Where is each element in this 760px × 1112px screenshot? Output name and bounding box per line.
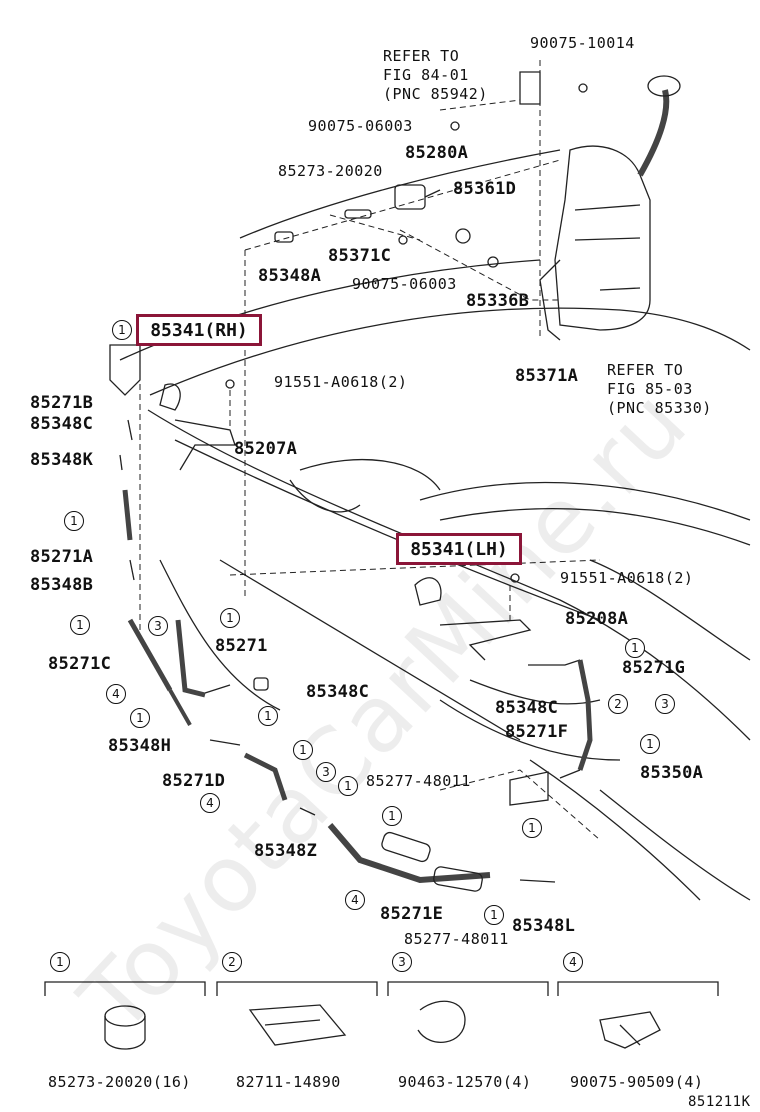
- part-85348h[interactable]: 85348H: [108, 736, 172, 756]
- callout-circle: 1: [382, 806, 402, 826]
- part-90075-06003-a[interactable]: 90075-06003: [308, 117, 413, 135]
- part-85371a[interactable]: 85371A: [515, 366, 579, 386]
- part-85348z[interactable]: 85348Z: [254, 841, 318, 861]
- part-85341-lh[interactable]: 85341(LH): [396, 533, 522, 565]
- callout-circle: 1: [130, 708, 150, 728]
- part-91551-a0618-lh[interactable]: 91551-A0618(2): [560, 569, 694, 587]
- part-85341-rh-label: 85341(RH): [150, 319, 248, 341]
- refer-right-line2: FIG 85-03: [607, 380, 693, 398]
- part-85271d[interactable]: 85271D: [162, 771, 226, 791]
- callout-circle: 1: [112, 320, 132, 340]
- part-90075-10014[interactable]: 90075-10014: [530, 34, 635, 52]
- callout-circle: 1: [70, 615, 90, 635]
- part-85371c[interactable]: 85371C: [328, 246, 392, 266]
- legend-number-2: 2: [222, 952, 242, 972]
- part-85280a[interactable]: 85280A: [405, 143, 469, 163]
- refer-right-line1: REFER TO: [607, 361, 684, 379]
- callout-circle: 1: [522, 818, 542, 838]
- part-85348c-a[interactable]: 85348C: [30, 414, 94, 434]
- part-85271c[interactable]: 85271C: [48, 654, 112, 674]
- part-85271f[interactable]: 85271F: [505, 722, 569, 742]
- callout-circle: 4: [106, 684, 126, 704]
- part-85273-20020[interactable]: 85273-20020: [278, 162, 383, 180]
- refer-top-line2: FIG 84-01: [383, 66, 469, 84]
- callout-circle: 1: [338, 776, 358, 796]
- callout-circle: 1: [258, 706, 278, 726]
- part-85348k[interactable]: 85348K: [30, 450, 94, 470]
- part-90075-06003-b[interactable]: 90075-06003: [352, 275, 457, 293]
- part-85348a[interactable]: 85348A: [258, 266, 322, 286]
- part-85277-48011-b[interactable]: 85277-48011: [404, 930, 509, 948]
- part-85208a[interactable]: 85208A: [565, 609, 629, 629]
- part-85348b[interactable]: 85348B: [30, 575, 94, 595]
- callout-circle: 4: [345, 890, 365, 910]
- refer-top-line3: (PNC 85942): [383, 85, 488, 103]
- callout-circle: 1: [640, 734, 660, 754]
- callout-circle: 1: [220, 608, 240, 628]
- part-85348l[interactable]: 85348L: [512, 916, 576, 936]
- part-85277-48011-a[interactable]: 85277-48011: [366, 772, 471, 790]
- part-85271g[interactable]: 85271G: [622, 658, 686, 678]
- callout-circle: 1: [625, 638, 645, 658]
- callout-circle: 1: [484, 905, 504, 925]
- callout-circle: 3: [655, 694, 675, 714]
- part-85361d[interactable]: 85361D: [453, 179, 517, 199]
- callout-circle: 4: [200, 793, 220, 813]
- legend-part-4[interactable]: 90075-90509(4): [570, 1073, 704, 1091]
- callout-circle: 2: [608, 694, 628, 714]
- part-85207a[interactable]: 85207A: [234, 439, 298, 459]
- part-85341-rh[interactable]: 85341(RH): [136, 314, 262, 346]
- part-85336b[interactable]: 85336B: [466, 291, 530, 311]
- part-85348c-b[interactable]: 85348C: [306, 682, 370, 702]
- part-85271[interactable]: 85271: [215, 636, 268, 656]
- part-85271e[interactable]: 85271E: [380, 904, 444, 924]
- part-91551-a0618-rh[interactable]: 91551-A0618(2): [274, 373, 408, 391]
- part-85341-lh-label: 85341(LH): [410, 538, 508, 560]
- callout-circle: 1: [293, 740, 313, 760]
- part-85348c-c[interactable]: 85348C: [495, 698, 559, 718]
- callout-circle: 3: [148, 616, 168, 636]
- part-85271a[interactable]: 85271A: [30, 547, 94, 567]
- figure-code: 851211K: [688, 1094, 751, 1110]
- legend-number-1: 1: [50, 952, 70, 972]
- callout-circle: 3: [316, 762, 336, 782]
- part-85350a[interactable]: 85350A: [640, 763, 704, 783]
- legend-number-3: 3: [392, 952, 412, 972]
- legend-part-1[interactable]: 85273-20020(16): [48, 1073, 191, 1091]
- refer-right-line3: (PNC 85330): [607, 399, 712, 417]
- refer-top-line1: REFER TO: [383, 47, 460, 65]
- legend-part-2[interactable]: 82711-14890: [236, 1073, 341, 1091]
- part-85271b[interactable]: 85271B: [30, 393, 94, 413]
- legend-part-3[interactable]: 90463-12570(4): [398, 1073, 532, 1091]
- legend-number-4: 4: [563, 952, 583, 972]
- callout-circle: 1: [64, 511, 84, 531]
